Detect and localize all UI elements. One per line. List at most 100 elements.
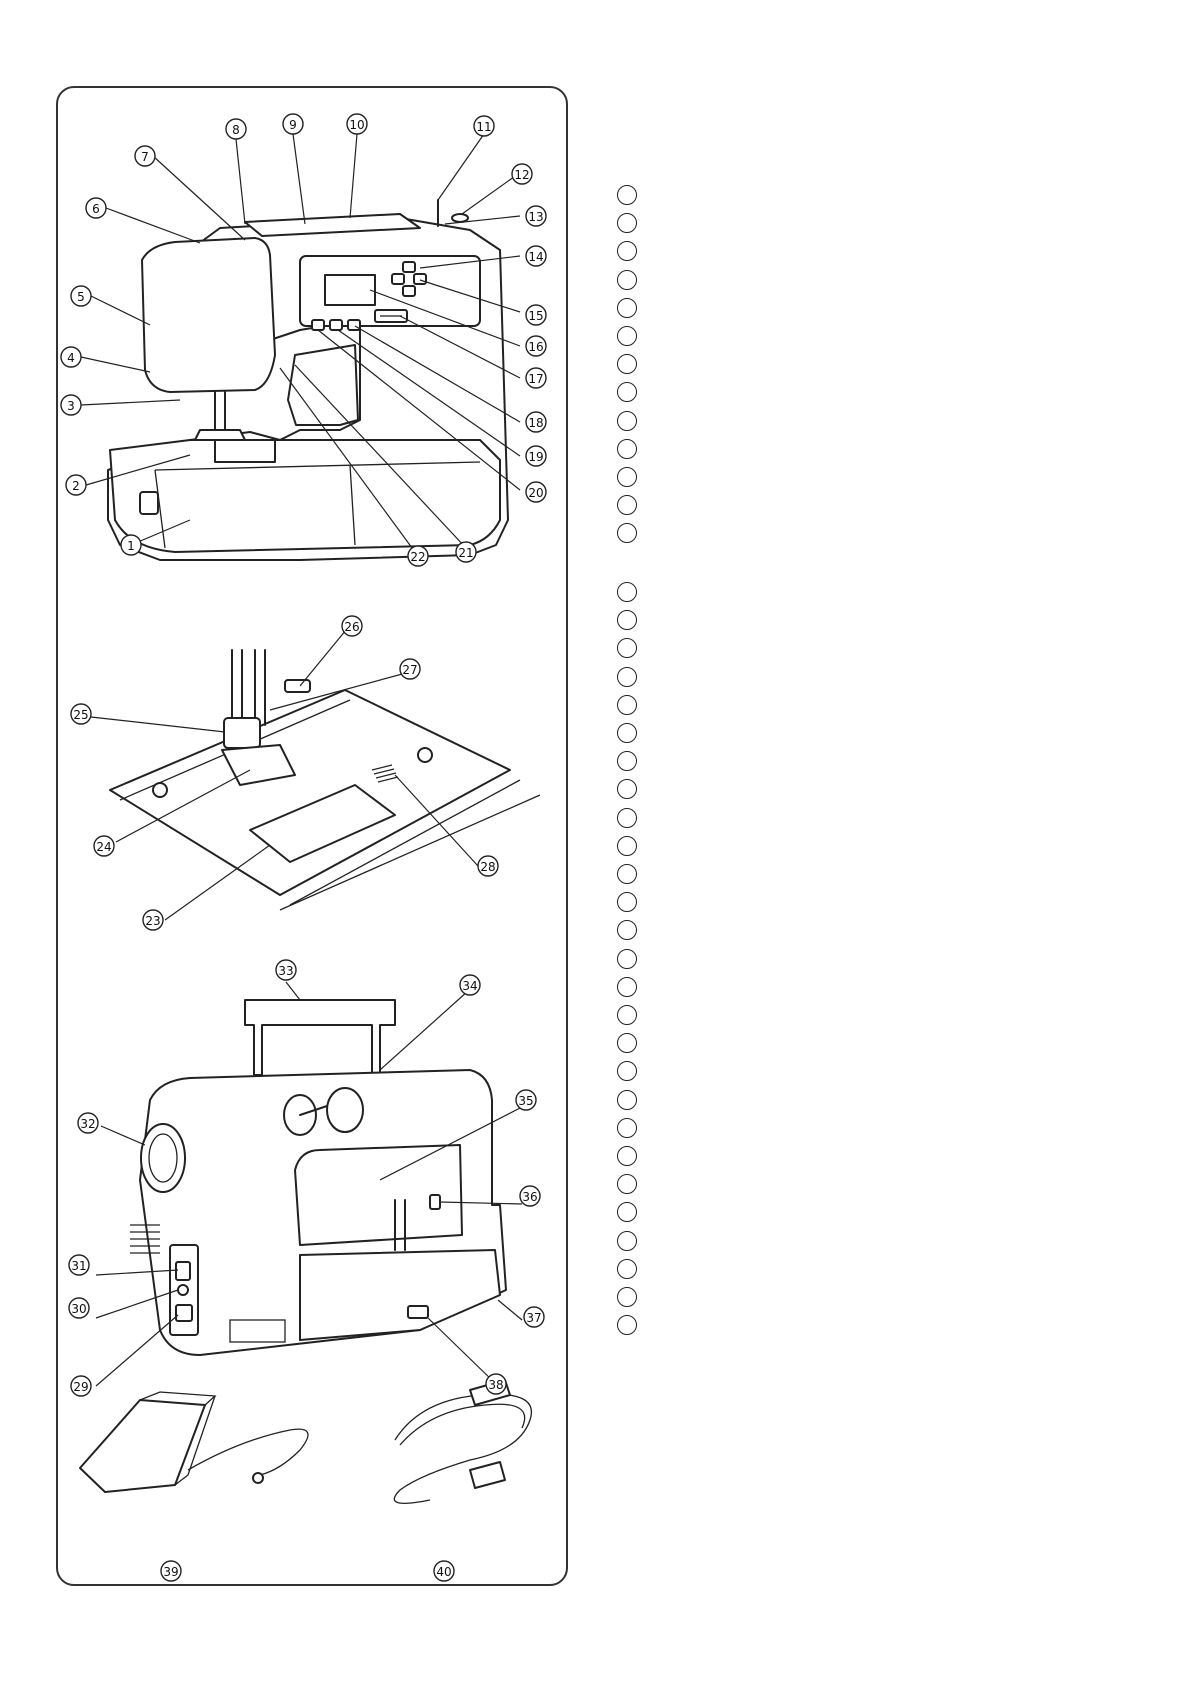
callout-27: 27 [399,658,421,680]
legend-marker [617,1258,637,1279]
callout-11: 11 [473,115,495,137]
legend-marker [617,638,637,659]
callout-33: 33 [275,959,297,981]
callout-37: 37 [523,1306,545,1328]
legend-marker [617,382,637,403]
legend-marker [617,1146,637,1166]
callout-number: 14 [528,250,543,264]
callout-15: 15 [525,304,547,326]
legend-marker [617,1287,637,1307]
legend-marker [617,751,637,772]
callout-number: 5 [77,290,85,304]
callout-17: 17 [525,367,547,389]
legend-marker [617,666,637,687]
legend-marker [617,864,637,884]
legend-marker [617,835,637,856]
callout-number: 7 [141,150,149,164]
callout-number: 11 [476,120,491,134]
legend-marker [617,495,637,516]
callout-8: 8 [225,118,247,140]
callout-28: 28 [477,855,499,877]
callout-number: 26 [344,620,359,634]
front-view-machine [107,199,509,561]
legend-marker [617,694,637,715]
callout-number: 25 [73,708,88,722]
legend-marker [617,1117,637,1138]
legend-marker [617,892,637,913]
callout-number: 30 [71,1302,86,1316]
callout-number: 29 [73,1380,88,1394]
callout-number: 8 [232,123,240,137]
legend-marker [617,1089,637,1110]
callout-12: 12 [511,163,533,185]
callout-number: 10 [349,118,364,132]
callout-number: 9 [289,118,297,132]
parts-illustration-panel [56,86,568,1586]
callout-number: 28 [480,860,495,874]
legend-marker [617,410,637,431]
callout-34: 34 [459,974,481,996]
callout-number: 24 [96,840,111,854]
callout-13: 13 [525,205,547,227]
callout-39: 39 [160,1560,182,1582]
legend-marker [617,467,637,487]
legend-marker [617,438,637,459]
legend-marker [617,1033,637,1054]
callout-40: 40 [433,1560,455,1582]
callout-number: 27 [402,663,417,677]
legend-marker [617,582,637,602]
legend-marker [617,779,637,800]
callout-number: 3 [67,399,75,413]
callout-number: 1 [127,539,135,553]
callout-number: 19 [528,450,543,464]
callout-number: 37 [526,1311,541,1325]
power-cord-drawing [393,1379,533,1504]
callout-1: 1 [120,534,142,556]
legend-marker [617,1230,637,1251]
callout-number: 20 [528,486,543,500]
callout-7: 7 [134,145,156,167]
legend-marker [617,1174,637,1195]
callout-number: 16 [528,340,543,354]
callout-number: 36 [522,1190,537,1204]
callout-38: 38 [485,1373,507,1395]
legend-marker [617,297,637,318]
callout-21: 21 [455,541,477,563]
legend-marker [617,523,637,544]
legend-marker [617,948,637,969]
callout-number: 21 [458,546,473,560]
legend-marker [617,185,637,205]
callout-24: 24 [93,835,115,857]
legend-marker [617,326,637,346]
callout-number: 13 [528,210,543,224]
callout-6: 6 [85,197,107,219]
callout-35: 35 [515,1089,537,1111]
callout-25: 25 [70,703,92,725]
callout-3: 3 [60,394,82,416]
callout-5: 5 [70,285,92,307]
legend-marker [617,1005,637,1025]
needle-area-drawing [109,649,541,911]
callout-31: 31 [68,1254,90,1276]
callout-number: 18 [528,416,543,430]
legend-marker [617,610,637,631]
callout-number: 23 [145,914,160,928]
callout-32: 32 [77,1112,99,1134]
callout-18: 18 [525,411,547,433]
legend-marker [617,723,637,743]
callout-30: 30 [68,1297,90,1319]
foot-controller-drawing [79,1391,309,1493]
callout-4: 4 [60,346,82,368]
legend-marker [617,354,637,375]
leader-lines [80,133,523,1387]
callout-number: 2 [72,479,80,493]
callout-number: 4 [67,351,75,365]
legend-marker [617,1202,637,1223]
callout-number: 32 [80,1117,95,1131]
callout-number: 38 [488,1378,503,1392]
callout-number: 39 [163,1565,178,1579]
callout-16: 16 [525,335,547,357]
